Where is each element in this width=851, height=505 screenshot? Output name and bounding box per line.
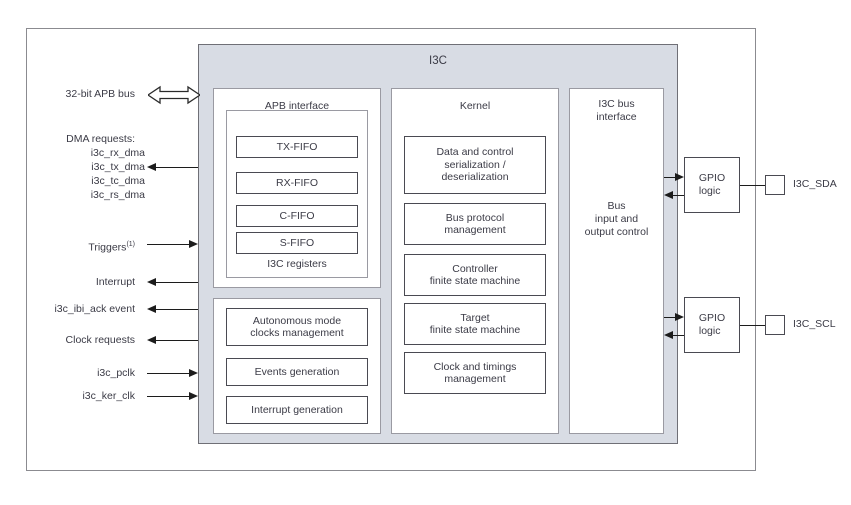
triggers-line bbox=[147, 244, 190, 246]
scl-out-line bbox=[664, 317, 676, 319]
signal-label-triggers: Triggers(1) bbox=[10, 238, 135, 255]
i3c-bus-interface-title: I3C bus interface bbox=[596, 98, 637, 123]
i3c-bus-interface-panel bbox=[569, 88, 664, 434]
signal-label-dma-rx: i3c_rx_dma bbox=[90, 147, 145, 159]
block-target-finite-state-machine: Target finite state machine bbox=[404, 303, 546, 345]
signal-label-interrupt: Interrupt bbox=[95, 276, 135, 288]
apb-interface-title: APB interface bbox=[264, 100, 330, 112]
pad-i3c-sda bbox=[765, 175, 785, 195]
block-bus-protocol-management: Bus protocol management bbox=[404, 203, 546, 245]
signal-label-pclk: i3c_pclk bbox=[97, 367, 135, 379]
sda-out-arrowhead bbox=[675, 173, 684, 181]
signal-label-apb-bus: 32-bit APB bus bbox=[65, 88, 135, 100]
signal-label-ker-clk: i3c_ker_clk bbox=[82, 390, 135, 402]
block-rx-fifo: RX-FIFO bbox=[236, 172, 358, 194]
scl-in-line bbox=[672, 335, 684, 337]
chip-boundary bbox=[26, 28, 756, 471]
block-s-fifo: S-FIFO bbox=[236, 232, 358, 254]
triggers-arrowhead bbox=[189, 240, 198, 248]
block-c-fifo: C-FIFO bbox=[236, 205, 358, 227]
clock-requests-arrowhead bbox=[147, 336, 156, 344]
dma-arrowhead bbox=[147, 163, 156, 171]
triggers-text: Triggers bbox=[88, 241, 127, 254]
sda-pad-line bbox=[740, 185, 766, 187]
kernel-title: Kernel bbox=[459, 100, 491, 112]
gpio-logic-scl: GPIO logic bbox=[684, 297, 740, 353]
i3c-registers-label: I3C registers bbox=[267, 258, 327, 270]
pclk-line bbox=[147, 373, 190, 375]
block-autonomous-mode-clocks-management: Autonomous mode clocks management bbox=[226, 308, 368, 346]
signal-label-clock-requests: Clock requests bbox=[65, 334, 135, 346]
block-tx-fifo: TX-FIFO bbox=[236, 136, 358, 158]
interrupt-arrowhead bbox=[147, 278, 156, 286]
sda-out-line bbox=[664, 177, 676, 179]
scl-pad-line bbox=[740, 325, 766, 327]
sda-in-line bbox=[672, 195, 684, 197]
clock-requests-line bbox=[155, 340, 198, 342]
pad-i3c-scl bbox=[765, 315, 785, 335]
pin-label-i3c-scl: I3C_SCL bbox=[793, 318, 836, 330]
signal-label-dma-heading: DMA requests: bbox=[66, 133, 135, 145]
signal-label-dma-tx: i3c_tx_dma bbox=[91, 161, 145, 173]
ker-clk-arrowhead bbox=[189, 392, 198, 400]
signal-label-dma-rs: i3c_rs_dma bbox=[90, 189, 145, 201]
signal-label-ibi-ack: i3c_ibi_ack event bbox=[54, 303, 135, 315]
ibi-ack-line bbox=[155, 309, 198, 311]
scl-in-arrowhead bbox=[664, 331, 673, 339]
triggers-footnote-marker: (1) bbox=[126, 241, 135, 248]
dma-line bbox=[155, 167, 198, 169]
ibi-ack-arrowhead bbox=[147, 305, 156, 313]
block-controller-finite-state-machine: Controller finite state machine bbox=[404, 254, 546, 296]
signal-label-dma-tc: i3c_tc_dma bbox=[91, 175, 145, 187]
block-events-generation: Events generation bbox=[226, 358, 368, 386]
sda-in-arrowhead bbox=[664, 191, 673, 199]
scl-out-arrowhead bbox=[675, 313, 684, 321]
pin-label-i3c-sda: I3C_SDA bbox=[793, 178, 837, 190]
block-data-control-serialization: Data and control serialization / deseria… bbox=[404, 136, 546, 194]
block-interrupt-generation: Interrupt generation bbox=[226, 396, 368, 424]
i3c-title: I3C bbox=[429, 55, 447, 67]
apb-bus-double-arrow bbox=[148, 85, 200, 105]
pclk-arrowhead bbox=[189, 369, 198, 377]
interrupt-line bbox=[155, 282, 198, 284]
gpio-logic-sda: GPIO logic bbox=[684, 157, 740, 213]
bus-input-output-control-text: Bus input and output control bbox=[584, 200, 649, 238]
block-clock-timings-management: Clock and timings management bbox=[404, 352, 546, 394]
ker-clk-line bbox=[147, 396, 190, 398]
